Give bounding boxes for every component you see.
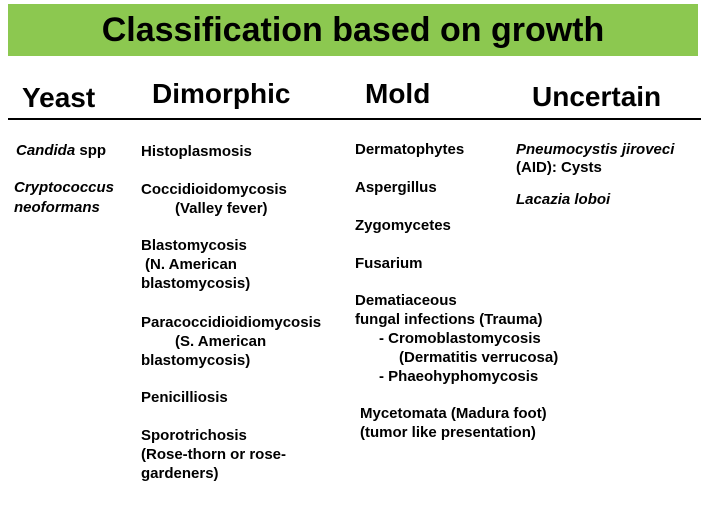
mold-zygomycetes: Zygomycetes (355, 217, 451, 234)
header-divider (8, 118, 701, 120)
header-dimorphic: Dimorphic (152, 78, 291, 109)
dimorphic-penicilliosis: Penicilliosis (141, 389, 228, 406)
mold-mycetomata-sub: (tumor like presentation) (360, 424, 536, 441)
yeast-candida: Candida spp (16, 141, 106, 160)
mold-cromoblastomycosis: - Cromoblastomycosis (379, 330, 541, 347)
mold-dermatophytes: Dermatophytes (355, 141, 465, 158)
mold-dematiaceous-line2: fungal infections (Trauma) (355, 311, 543, 328)
uncertain-pneumocystis-sub: (AID): Cysts (516, 159, 602, 176)
mold-dematiaceous: Dematiaceous (355, 292, 457, 309)
mold-cromoblastomycosis-sub: (Dermatitis verrucosa) (399, 349, 559, 366)
dimorphic-paracoccidioidomycosis-sub2: blastomycosis) (141, 352, 251, 369)
header-mold: Mold (365, 78, 431, 109)
slide-title: Classification based on growth (101, 11, 605, 49)
candida-genus: Candida (16, 142, 76, 159)
mold-phaeohyphomycosis: - Phaeohyphomycosis (379, 368, 539, 385)
yeast-cryptococcus-line2: neoformans (14, 199, 100, 216)
dimorphic-blastomycosis-sub1: (N. American (145, 256, 237, 273)
dimorphic-histoplasmosis: Histoplasmosis (141, 143, 252, 160)
dimorphic-paracoccidioidomycosis: Paracoccidioidiomycosis (141, 314, 322, 331)
dimorphic-coccidioidomycosis-sub: (Valley fever) (175, 200, 268, 217)
title-bar: Classification based on growth (8, 4, 698, 56)
mold-fusarium: Fusarium (355, 255, 423, 272)
yeast-cryptococcus-line1: Cryptococcus (14, 179, 115, 196)
dimorphic-sporotrichosis-sub2: gardeners) (141, 465, 219, 482)
header-uncertain: Uncertain (532, 81, 662, 112)
uncertain-lacazia: Lacazia loboi (516, 191, 611, 208)
candida-spp: spp (75, 142, 107, 159)
uncertain-pneumocystis: Pneumocystis jiroveci (516, 141, 675, 158)
dimorphic-sporotrichosis-sub1: (Rose-thorn or rose- (141, 446, 287, 463)
dimorphic-blastomycosis-sub2: blastomycosis) (141, 275, 251, 292)
dimorphic-blastomycosis: Blastomycosis (141, 237, 247, 254)
mold-aspergillus: Aspergillus (355, 179, 437, 196)
header-yeast: Yeast (22, 82, 96, 113)
mold-mycetomata: Mycetomata (Madura foot) (360, 405, 547, 422)
dimorphic-sporotrichosis: Sporotrichosis (141, 427, 247, 444)
dimorphic-coccidioidomycosis: Coccidioidomycosis (141, 181, 287, 198)
dimorphic-paracoccidioidomycosis-sub1: (S. American (175, 333, 267, 350)
